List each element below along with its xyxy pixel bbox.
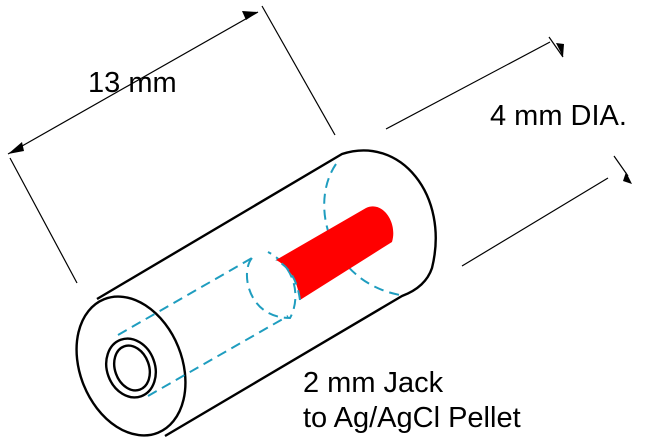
jack-bore-top-edge (117, 257, 253, 336)
cylinder-body-outline (96, 149, 437, 438)
jack-opening-outer (105, 337, 157, 399)
cylinder (75, 149, 437, 438)
pellet-cap (360, 207, 392, 245)
diameter-label: 4 mm DIA. (490, 100, 627, 132)
length-dimension-line (7, 11, 259, 155)
cylinder-front-face (75, 295, 187, 437)
length-extension-left (9, 157, 78, 284)
jack-opening-inner (112, 344, 152, 392)
length-arrow-left (8, 142, 24, 154)
back-face-hidden-arc (323, 163, 401, 296)
pellet-edge-shadow (275, 259, 301, 301)
diameter-extension-top (385, 41, 551, 130)
diameter-leader-bottom (613, 155, 629, 177)
length-extension-right (261, 5, 336, 136)
length-arrow-right (242, 11, 258, 20)
diameter-arrow-bottom (623, 172, 632, 184)
diameter-dimension (385, 36, 629, 267)
length-dimension (7, 5, 336, 284)
hidden-edges (117, 163, 401, 397)
ag-agcl-pellet (275, 206, 394, 301)
length-label: 13 mm (88, 67, 177, 99)
diameter-arrow-top (556, 43, 564, 57)
jack-bore-bottom-edge (147, 315, 289, 397)
diameter-leader-top (548, 36, 564, 58)
diameter-extension-bottom (461, 177, 609, 267)
jack-label-line1: 2 mm Jack (303, 367, 444, 399)
jack-label-line2: to Ag/AgCl Pellet (303, 402, 521, 434)
jack-bore-end (245, 251, 297, 320)
